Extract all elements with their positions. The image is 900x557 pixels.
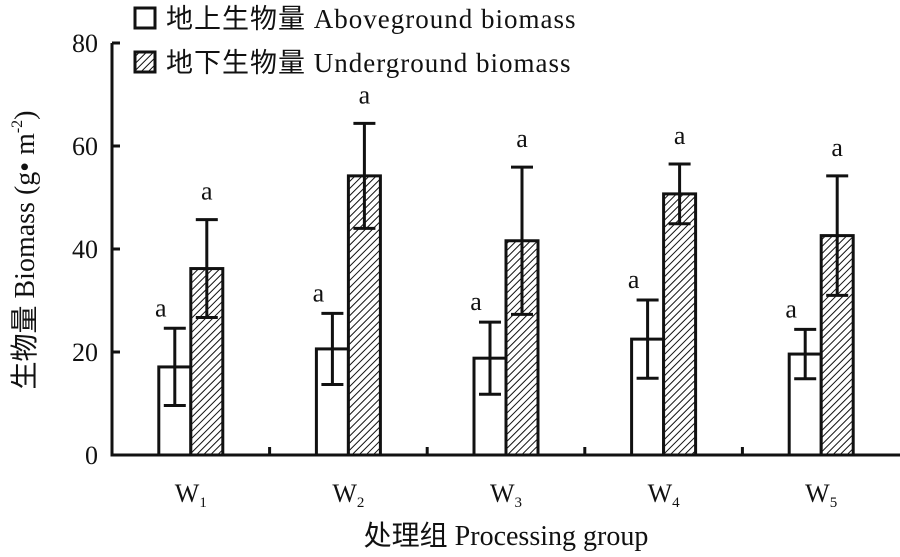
significance-label: a [831, 133, 843, 162]
y-tick-label: 0 [85, 441, 98, 470]
y-tick-label: 20 [72, 338, 98, 367]
x-tick-label: W2 [332, 479, 364, 511]
bars: a a a a a a a a a a [155, 80, 855, 457]
legend-label: 地下生物量 Underground biomass [166, 48, 571, 78]
significance-label: a [516, 124, 528, 153]
significance-label: a [628, 265, 640, 294]
y-axis-label-dot: • [10, 162, 41, 172]
significance-label: a [201, 177, 213, 206]
bar-underground [662, 192, 698, 457]
significance-label: a [313, 278, 325, 307]
y-tick-label: 40 [72, 235, 98, 264]
legend: 地上生物量 Aboveground biomass 地下生物量 Undergrou… [133, 4, 576, 78]
significance-label: a [470, 287, 482, 316]
significance-label: a [359, 80, 371, 109]
significance-label: a [785, 294, 797, 323]
legend-label: 地上生物量 Aboveground biomass [166, 4, 576, 34]
x-tick-label: W4 [648, 479, 681, 511]
x-tick-label: W5 [805, 479, 837, 511]
y-axis-label-sup: -2 [9, 120, 26, 133]
bar-underground [504, 239, 540, 457]
y-axis-label: 生物量 Biomass (g• m-2) [9, 110, 41, 389]
x-tick-label: W3 [490, 479, 522, 511]
legend-swatch-underground [133, 50, 157, 74]
legend-swatch-aboveground [133, 6, 157, 30]
y-tick-label: 80 [72, 29, 98, 58]
y-tick-label: 60 [72, 132, 98, 161]
significance-label: a [155, 293, 167, 322]
x-axis-label: 处理组 Processing group [364, 520, 649, 552]
x-tick-label: W1 [175, 479, 207, 511]
y-axis-label-main: 生物量 Biomass (g [9, 172, 41, 390]
y-axis-label-unit: m [10, 133, 41, 162]
y-axis-label-close: ) [10, 110, 41, 119]
significance-label: a [674, 121, 686, 150]
